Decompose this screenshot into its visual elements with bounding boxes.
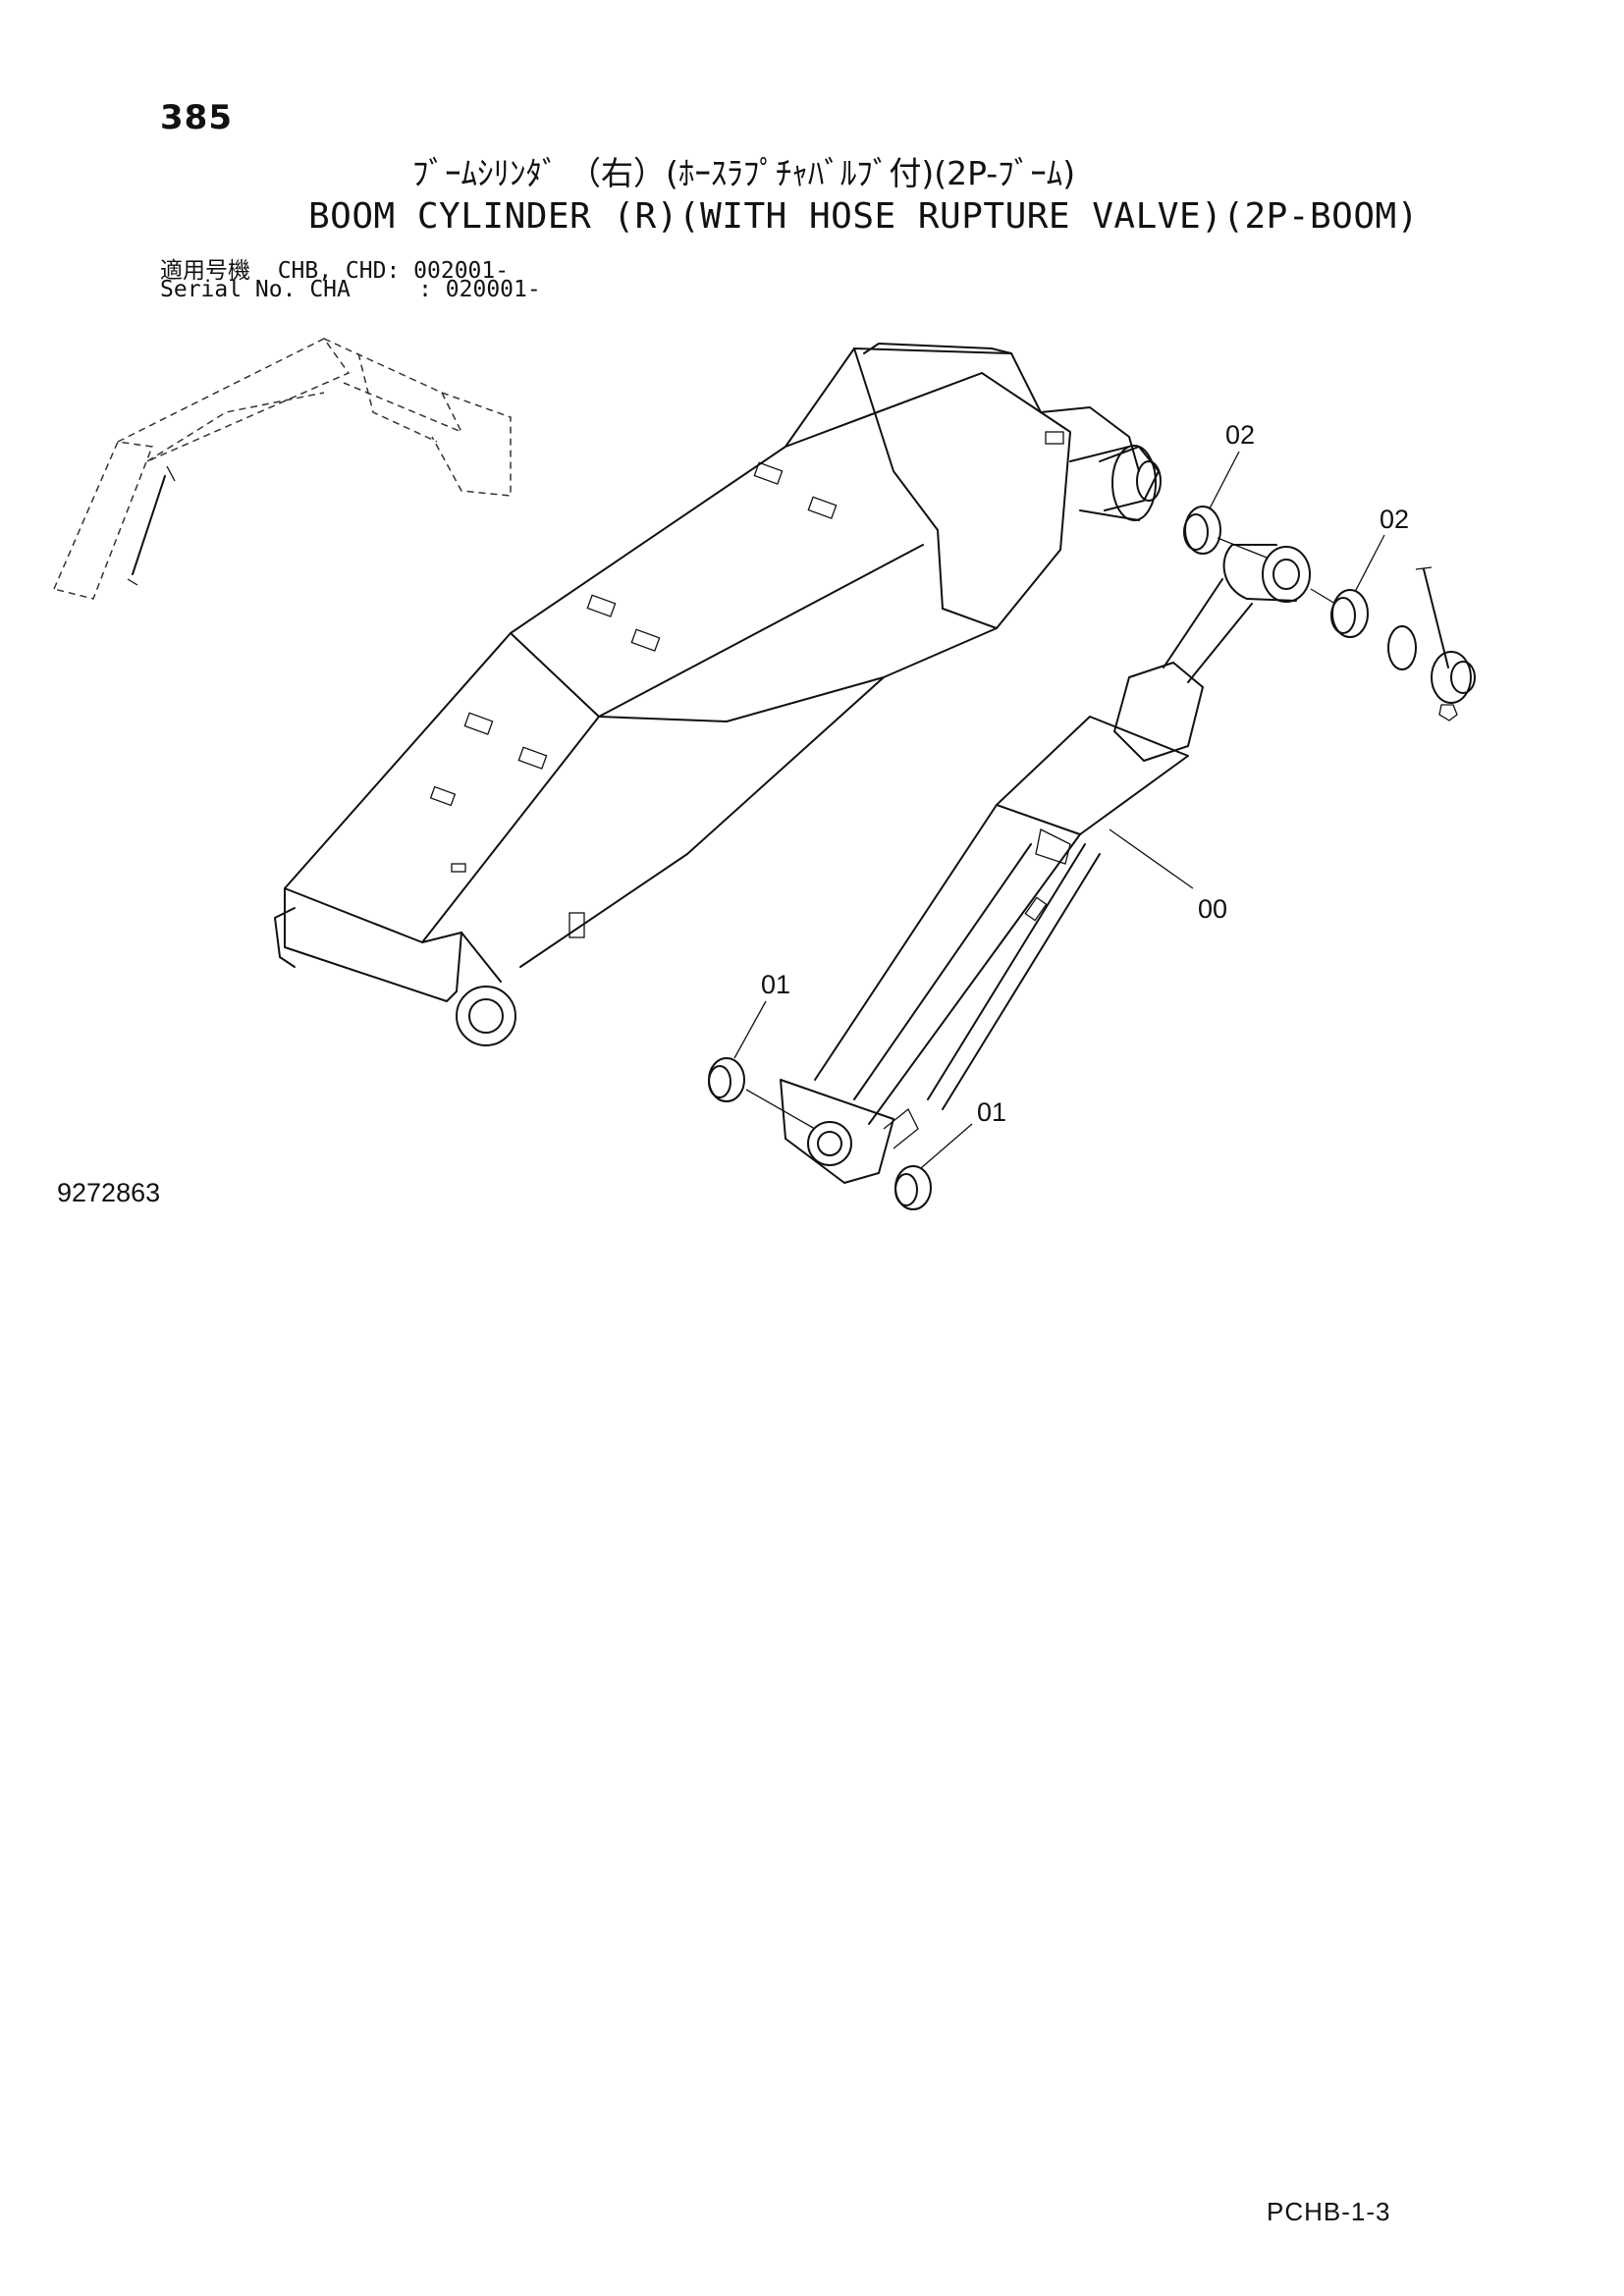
callout-00: 00 <box>1109 828 1227 924</box>
pin-and-bushings <box>708 446 1476 1210</box>
callout-01-left: 01 <box>733 970 790 1059</box>
callout-label: 02 <box>1225 420 1255 450</box>
boom-body <box>274 343 1157 1046</box>
callout-label: 01 <box>761 970 790 999</box>
title-english: BOOM CYLINDER (R)(WITH HOSE RUPTURE VALV… <box>308 196 1419 237</box>
callout-02-upper: 02 <box>1209 420 1255 509</box>
callout-label: 01 <box>977 1097 1006 1127</box>
drawing-number: 9272863 <box>57 1178 161 1207</box>
page-code: PCHB-1-3 <box>1267 2197 1391 2226</box>
callout-label: 00 <box>1198 894 1227 924</box>
applicability-line-2: Serial No. CHA : 020001- <box>160 277 541 302</box>
applicability-line-1: 適用号機 CHB, CHD: 002001- <box>160 258 510 284</box>
locator-thumbnail <box>52 338 512 600</box>
callout-label: 02 <box>1380 505 1409 534</box>
boom-cylinder <box>780 544 1311 1184</box>
title-japanese: ﾌﾞｰﾑｼﾘﾝﾀﾞ （右）(ﾎｰｽﾗﾌﾟﾁｬﾊﾞﾙﾌﾞ付)(2P-ﾌﾞｰﾑ) <box>412 154 1076 192</box>
page-number: 385 <box>160 98 233 137</box>
callout-01-right: 01 <box>920 1097 1006 1169</box>
callout-02-right: 02 <box>1354 505 1409 593</box>
